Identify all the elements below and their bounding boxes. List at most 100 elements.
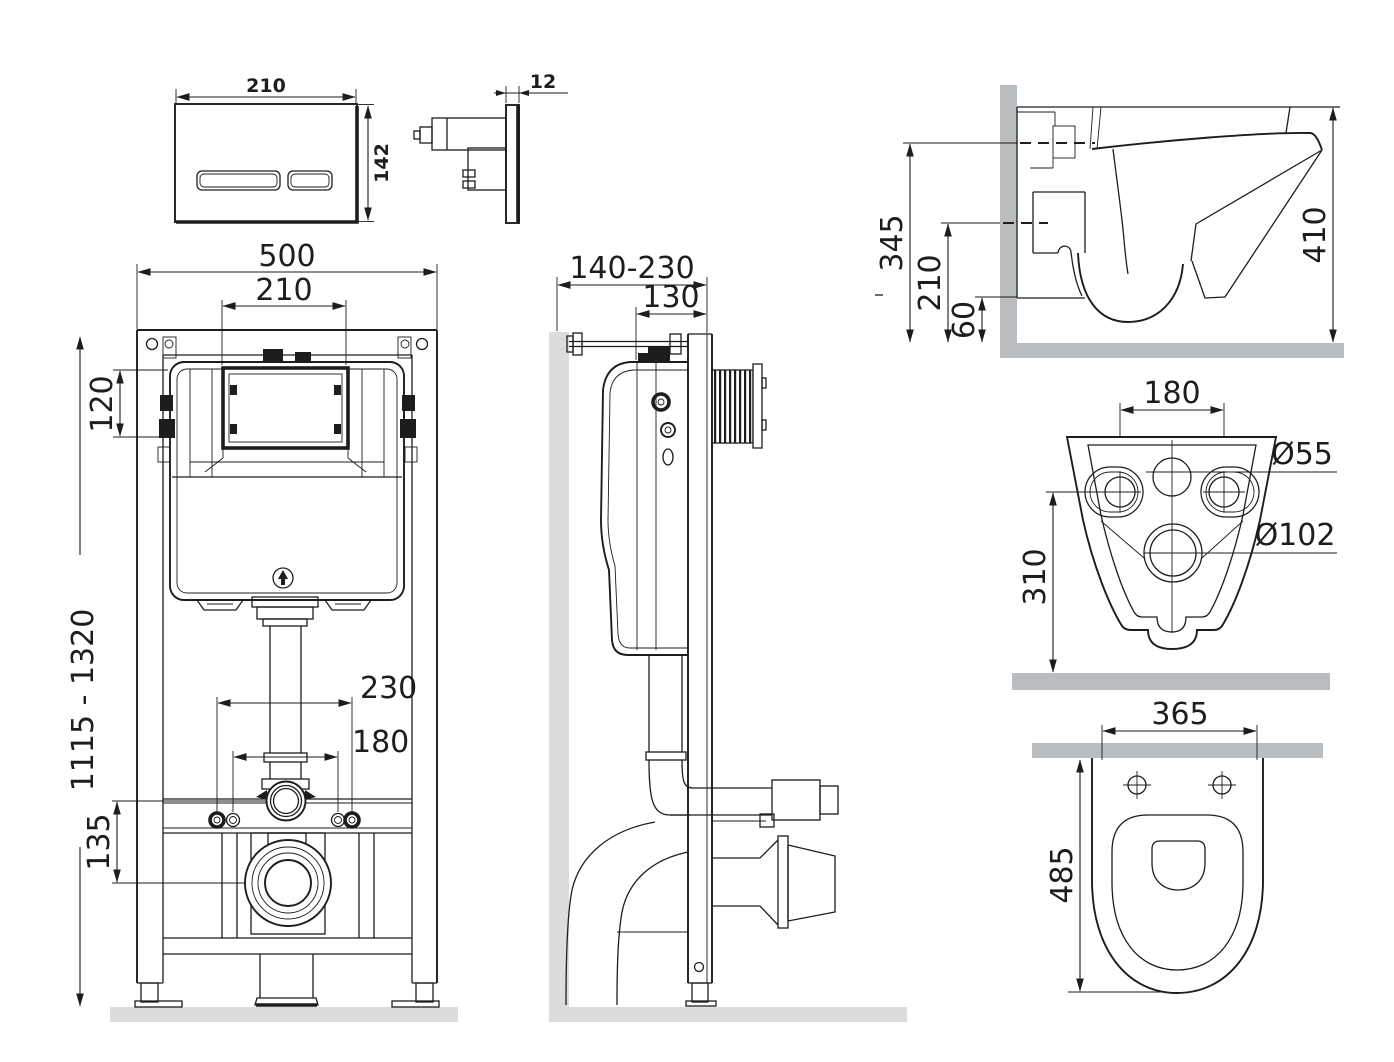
toilet-back-floor: [1012, 673, 1330, 690]
dim-label-inlet-height: 345: [875, 214, 910, 271]
dim-label-plate-height: 142: [371, 143, 393, 183]
dim-label-plate-thickness: 12: [530, 71, 556, 93]
bowl-underside: [1077, 252, 1184, 323]
outlet-hook: [1057, 245, 1083, 297]
frame-side-view: 140-230 130: [556, 251, 839, 1007]
frame-side-wall: [549, 332, 569, 1022]
toilet-top-view: 365 485: [1045, 697, 1264, 994]
cistern-vent-stub: [295, 352, 311, 363]
dim-label-seat-width: 365: [1151, 697, 1208, 732]
fixing-bolts: [208, 811, 361, 829]
bellows-connector: [711, 363, 767, 449]
dimension-inlet-diameter: Ø55: [1146, 437, 1337, 473]
flush-elbow: [256, 780, 316, 822]
dimension-gap-height: 60: [947, 296, 1017, 343]
flush-button-small: [287, 170, 333, 191]
dimension-seat-width: 365: [1101, 697, 1258, 760]
dimension-toilet-length: 410: [1298, 107, 1337, 343]
dim-label-plate-width: 210: [246, 75, 286, 97]
cistern-side-port-2: [660, 422, 676, 438]
dim-label-inlet-diameter: Ø55: [1271, 437, 1333, 472]
floor-drain-elbow: [565, 821, 689, 1006]
toilet-top-wall: [1032, 743, 1323, 758]
flush-pipe: [261, 626, 310, 790]
dimension-opening-height: 120: [85, 369, 168, 438]
dim-label-bolt-spacing: 180: [1143, 376, 1200, 411]
flush-valve-icon: [272, 567, 294, 589]
dim-label-cistern-depth: 130: [642, 280, 699, 315]
dim-label-outlet-diameter: Ø102: [1255, 518, 1336, 553]
dim-label-outlet-height: 210: [913, 254, 948, 311]
concealed-cistern: [169, 349, 405, 627]
dimension-cistern-depth: 130: [635, 280, 707, 360]
toilet-side-floor: [1000, 343, 1344, 358]
dimension-plate-height: 142: [358, 104, 393, 222]
toilet-back-outline: [1065, 436, 1278, 650]
bowl-inner: [1151, 840, 1206, 891]
cistern-outline: [169, 361, 405, 601]
frame-corner-hole-left: [145, 337, 159, 351]
dimension-outlet-diameter: Ø102: [1144, 518, 1337, 554]
dimension-spacing-inner: 180: [233, 725, 409, 761]
dimension-seat-depth: 485: [1045, 759, 1162, 993]
inlet-hole: [1152, 457, 1192, 497]
dim-label-gap-height: 60: [947, 301, 982, 339]
frame-foot-left: [140, 982, 159, 1003]
bolt-recess-right: [1200, 466, 1260, 518]
seat-rim: [1111, 814, 1244, 971]
dimension-frame-height: 1115 - 1320: [60, 336, 101, 1007]
cistern-side-port-3: [662, 448, 674, 466]
dim-label-depth-range: 140-230: [569, 251, 694, 286]
dimension-bolt-spacing: 180: [1119, 376, 1225, 437]
flush-plate-side-view: 12: [413, 71, 568, 224]
dimension-inlet-height: 345: [875, 142, 1018, 343]
cistern-top-cap: [648, 347, 670, 362]
dim-label-toilet-length: 410: [1298, 206, 1333, 263]
dimension-opening-width: 210: [221, 273, 347, 365]
dim-label-bolt-height: 310: [1018, 548, 1053, 605]
cistern-side-port-1: [651, 392, 671, 412]
dimension-frame-width: 500: [136, 239, 438, 329]
trap-inner-wall: [1112, 148, 1129, 275]
dim-label-spacing-outer: 230: [360, 671, 417, 706]
dim-label-opening-width: 210: [255, 273, 312, 308]
flush-pipe-side: [645, 655, 772, 816]
dimension-plate-width: 210: [175, 75, 357, 103]
drain-connection-stub: [712, 835, 836, 929]
dim-label-drain-offset: 135: [82, 813, 117, 870]
cistern-access-window: [221, 366, 350, 450]
frame-side-floor: [549, 1007, 907, 1022]
dim-label-spacing-inner: 180: [352, 725, 409, 760]
dimension-bolt-height: 310: [1018, 491, 1104, 673]
seat-top-profile: [1091, 131, 1323, 151]
masonry-surfaces: [110, 85, 1344, 1022]
flush-plate-front-view: 210 142: [174, 75, 393, 224]
flush-plate-outline: [174, 103, 358, 223]
frame-foot-right: [415, 982, 434, 1003]
dim-label-opening-height: 120: [85, 375, 120, 432]
dimension-drain-offset: 135: [82, 801, 121, 883]
plate-mechanism-lower: [467, 147, 507, 191]
dimension-depth-range: 140-230: [556, 251, 708, 333]
flush-button-large: [196, 170, 281, 191]
toilet-top-outline: [1091, 758, 1264, 994]
dim-label-seat-depth: 485: [1045, 846, 1080, 903]
drain-housing: [163, 832, 412, 1007]
frame-rails: [134, 329, 440, 1008]
dim-label-frame-height: 1115 - 1320: [66, 609, 101, 792]
dimension-outlet-height: 210: [913, 222, 1000, 343]
frame-front-floor: [110, 1007, 458, 1022]
dim-label-frame-width: 500: [258, 239, 315, 274]
cistern-side-profile: [600, 347, 688, 656]
flush-plate-shadow-edge: [176, 106, 359, 224]
frame-front-view: 500 210 120 1115 - 1320 230 180: [60, 239, 440, 1008]
toilet-side-wall: [1000, 85, 1017, 343]
toilet-back-view: 180 Ø55 Ø102 310: [1018, 376, 1337, 673]
flush-bend-flange: [251, 596, 319, 608]
frame-corner-hole-right: [415, 337, 429, 351]
dimension-plate-thickness: 12: [494, 71, 568, 103]
plate-mechanism-upper: [431, 117, 507, 151]
toilet-side-view: 345 210 60 410: [875, 106, 1340, 343]
